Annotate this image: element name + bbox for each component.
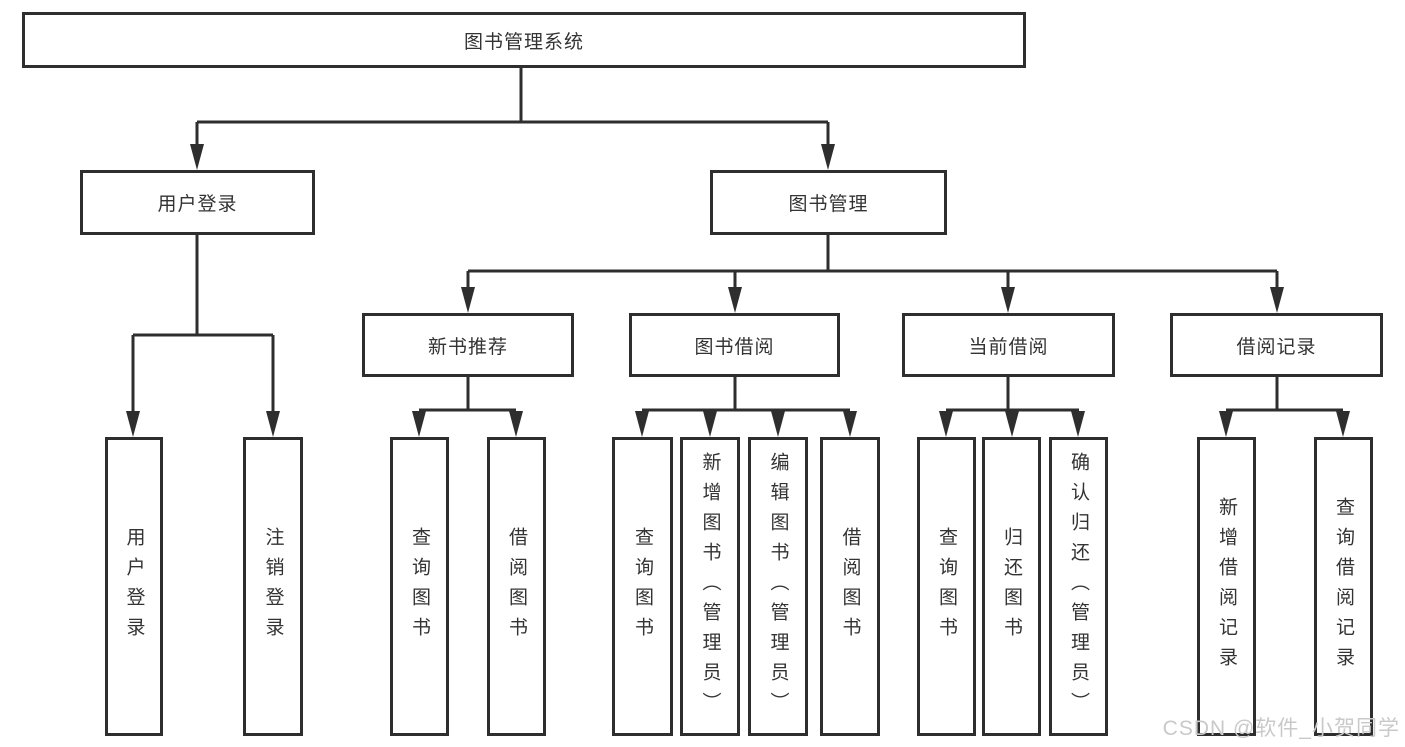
node-user-login: 用户登录 bbox=[80, 170, 315, 235]
node-label: 新增图书（管理员） bbox=[699, 451, 721, 722]
arrowhead bbox=[703, 411, 717, 437]
node-cb-return-books: 归还图书 bbox=[982, 437, 1041, 736]
arrowhead bbox=[728, 287, 742, 313]
arrowhead bbox=[509, 411, 523, 437]
arrowhead bbox=[1005, 411, 1019, 437]
node-label: 借阅图书 bbox=[839, 526, 861, 647]
node-br-add-record: 新增借阅记录 bbox=[1197, 437, 1256, 736]
node-cb-confirm-return-admin: 确认归还（管理员） bbox=[1049, 437, 1108, 736]
arrowhead bbox=[771, 411, 785, 437]
arrowhead bbox=[190, 144, 204, 170]
arrowhead bbox=[1336, 411, 1350, 437]
node-current-borrowing: 当前借阅 bbox=[902, 313, 1115, 377]
arrowhead bbox=[266, 411, 280, 437]
node-label: 查询图书 bbox=[632, 526, 653, 647]
node-nbr-borrow-books: 借阅图书 bbox=[487, 437, 546, 736]
node-logout: 注销登录 bbox=[243, 437, 303, 736]
node-label: 用户登录 bbox=[123, 526, 145, 647]
node-bb-query-books: 查询图书 bbox=[612, 437, 673, 736]
arrowhead bbox=[939, 411, 953, 437]
arrowhead bbox=[1071, 411, 1085, 437]
arrowhead bbox=[635, 411, 649, 437]
node-cb-query-books: 查询图书 bbox=[917, 437, 976, 736]
arrowhead bbox=[461, 287, 475, 313]
node-label: 查询图书 bbox=[936, 526, 957, 647]
arrowhead bbox=[126, 411, 140, 437]
node-bb-edit-books-admin: 编辑图书（管理员） bbox=[748, 437, 808, 736]
node-br-query-record: 查询借阅记录 bbox=[1314, 437, 1373, 736]
node-label: 查询借阅记录 bbox=[1333, 496, 1354, 677]
watermark-csdn: CSDN @软件_小贺同学 bbox=[1162, 717, 1400, 740]
node-label: 归还图书 bbox=[1001, 526, 1022, 647]
node-book-borrowing: 图书借阅 bbox=[629, 313, 840, 377]
node-user-login-leaf: 用户登录 bbox=[105, 437, 163, 736]
node-bb-add-books-admin: 新增图书（管理员） bbox=[680, 437, 740, 736]
node-label: 确认归还（管理员） bbox=[1068, 451, 1089, 722]
node-borrowing-records: 借阅记录 bbox=[1170, 313, 1383, 377]
arrowhead bbox=[1001, 287, 1015, 313]
arrowhead bbox=[1219, 411, 1233, 437]
node-library-management-system: 图书管理系统 bbox=[22, 12, 1026, 68]
node-label: 编辑图书（管理员） bbox=[767, 451, 789, 722]
arrowhead bbox=[821, 144, 835, 170]
node-nbr-query-books: 查询图书 bbox=[390, 437, 449, 736]
node-label: 新增借阅记录 bbox=[1216, 496, 1237, 677]
arrowhead bbox=[412, 411, 426, 437]
node-label: 借阅图书 bbox=[506, 526, 527, 647]
node-bb-borrow-books: 借阅图书 bbox=[820, 437, 880, 736]
node-label: 注销登录 bbox=[262, 526, 284, 647]
node-new-book-recommendation: 新书推荐 bbox=[362, 313, 574, 377]
node-label: 查询图书 bbox=[409, 526, 430, 647]
arrowhead bbox=[1270, 287, 1284, 313]
node-book-management: 图书管理 bbox=[710, 170, 947, 235]
arrowhead bbox=[843, 411, 857, 437]
